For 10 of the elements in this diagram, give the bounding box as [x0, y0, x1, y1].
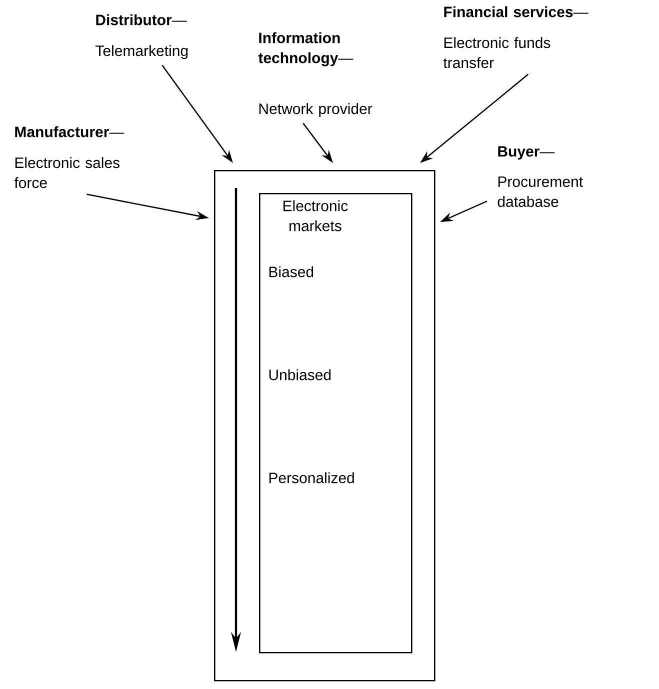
outer-frame [214, 170, 436, 682]
box-text: Electronic markets [284, 200, 348, 232]
actor-label: Buyer— Procurement database [498, 146, 583, 207]
box-text: Personalized [269, 472, 354, 484]
actor-label: Distributor— Telemarketing [96, 14, 188, 60]
actor-label: Information technology— Network provider [258, 32, 372, 118]
actor-label: Financial services— Electronic funds transfer [443, 6, 588, 68]
box-text: Unbiased [269, 369, 331, 380]
actor-label: Manufacturer— Electronic sales force [14, 126, 124, 188]
box-text: Biased [269, 266, 314, 278]
